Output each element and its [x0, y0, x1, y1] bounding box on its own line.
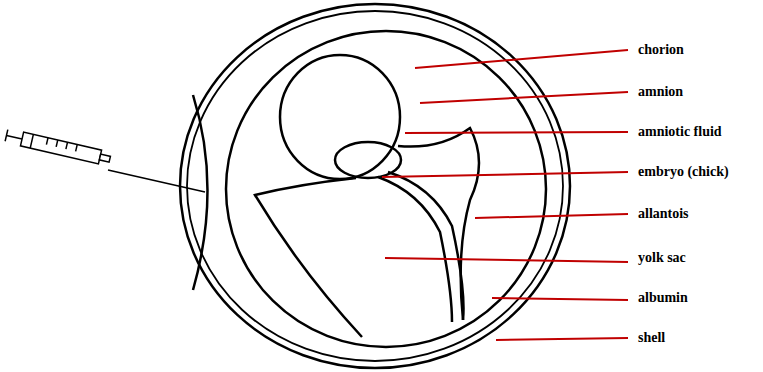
- yolk-stalk: [388, 172, 464, 320]
- part-label: embryo (chick): [638, 164, 729, 180]
- shell-inner: [187, 11, 563, 361]
- amnion-outline: [280, 55, 400, 179]
- leader-lines: [382, 50, 628, 340]
- part-label: yolk sac: [638, 250, 686, 266]
- part-label: chorion: [638, 42, 684, 58]
- part-label: albumin: [638, 290, 688, 306]
- chorion-outline: [226, 31, 546, 347]
- part-label: allantois: [638, 206, 689, 222]
- shell-outer: [180, 4, 570, 368]
- yolk-sac-outline: [255, 178, 362, 337]
- air-cell: [193, 95, 208, 290]
- part-label: amniotic fluid: [638, 124, 722, 140]
- allantois-outline: [398, 128, 479, 320]
- yolk-stalk: [378, 177, 452, 322]
- part-label: shell: [638, 330, 665, 346]
- syringe: [5, 129, 205, 192]
- part-label: amnion: [638, 84, 683, 100]
